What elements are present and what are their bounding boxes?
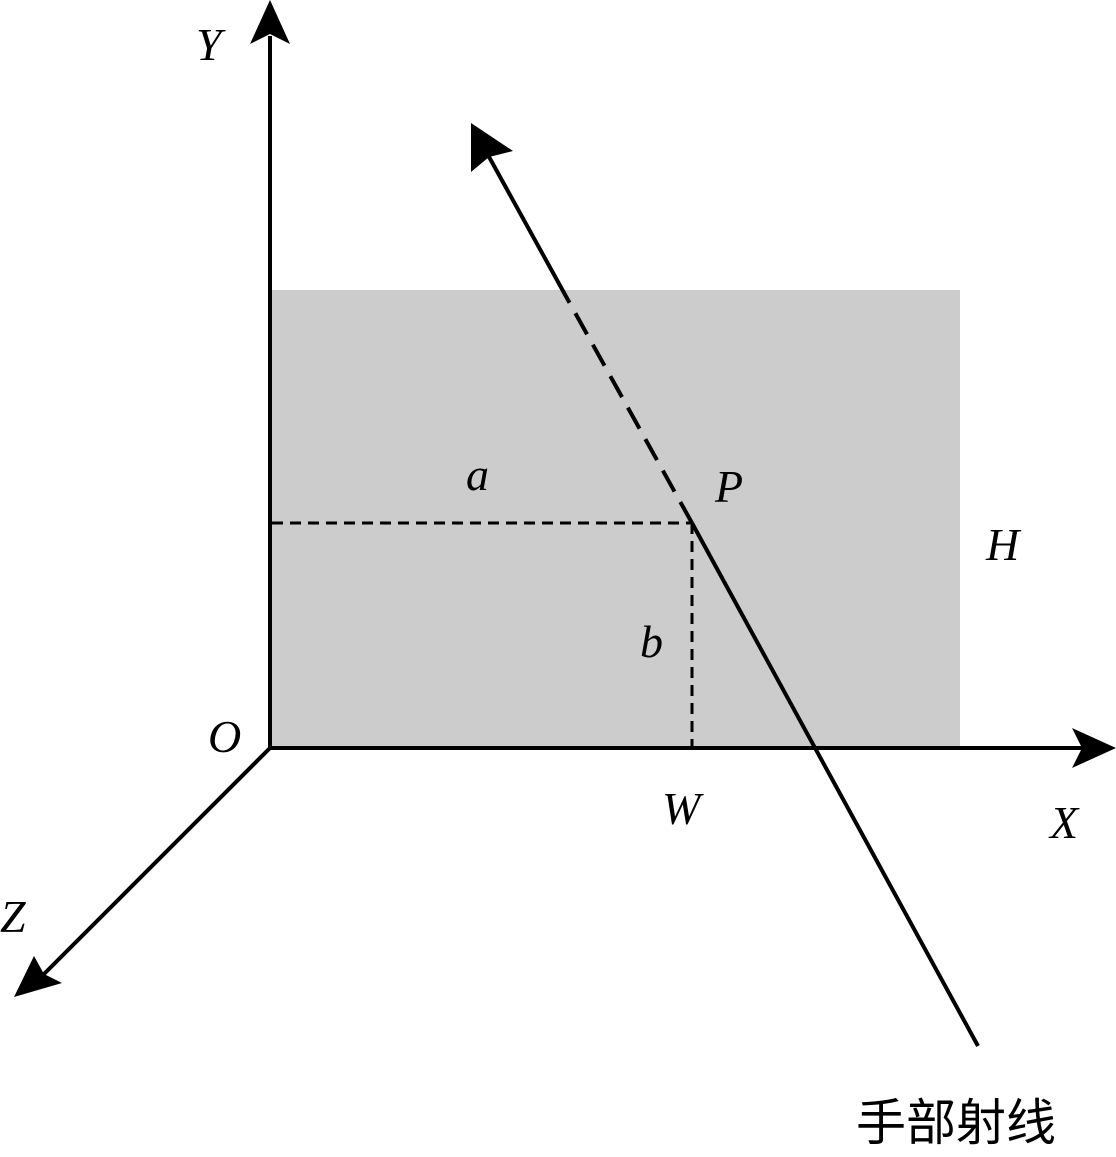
z-axis-arrowhead xyxy=(14,956,62,997)
point-p-label: P xyxy=(714,461,743,512)
origin-label: O xyxy=(208,711,241,762)
hand-ray-dashed xyxy=(566,299,694,524)
distance-a-label: a xyxy=(466,449,489,500)
z-axis-label: Z xyxy=(0,891,26,942)
y-axis-arrowhead xyxy=(250,0,290,44)
x-axis-label: X xyxy=(1048,797,1080,848)
hand-ray-solid xyxy=(690,522,980,1047)
ray-caption: 手部射线 xyxy=(856,1094,1056,1152)
screen-plane xyxy=(270,290,960,748)
hand-ray-solid-upper xyxy=(486,154,570,301)
hand-ray-arrowhead xyxy=(471,123,513,172)
y-axis-label: Y xyxy=(196,19,226,70)
distance-b-label: b xyxy=(640,616,663,667)
width-label: W xyxy=(662,783,704,834)
z-axis-line xyxy=(38,746,272,980)
x-axis-arrowhead xyxy=(1072,728,1116,768)
height-label: H xyxy=(985,519,1022,570)
